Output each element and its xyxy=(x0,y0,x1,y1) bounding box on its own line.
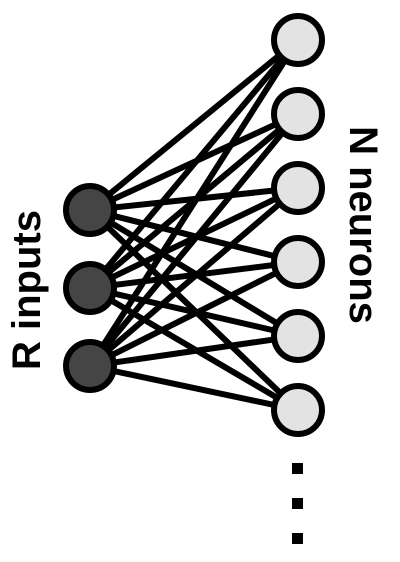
neuron-node xyxy=(271,13,325,67)
connection-line xyxy=(88,259,300,369)
connection-line xyxy=(88,185,300,369)
neuron-node xyxy=(271,235,325,289)
neuron-node xyxy=(271,87,325,141)
connection-line xyxy=(87,38,301,290)
connection-line xyxy=(89,333,299,369)
connection-line xyxy=(88,37,300,213)
connection-line xyxy=(87,38,301,368)
ellipsis xyxy=(292,463,303,544)
input-node xyxy=(63,261,117,315)
connection-line xyxy=(87,112,301,368)
input-layer xyxy=(63,183,117,393)
neuron-node xyxy=(271,309,325,363)
neuron-node xyxy=(271,161,325,215)
ellipsis-dot xyxy=(292,498,303,509)
ellipsis-dot xyxy=(292,463,303,474)
input-node xyxy=(63,183,117,237)
neuron-node xyxy=(271,383,325,437)
connections xyxy=(87,37,301,413)
neurons-label: N neurons xyxy=(341,126,385,324)
neuron-layer xyxy=(271,13,325,437)
inputs-label: R inputs xyxy=(5,210,49,370)
connection-line xyxy=(89,363,299,413)
ellipsis-dot xyxy=(292,533,303,544)
input-node xyxy=(63,339,117,393)
